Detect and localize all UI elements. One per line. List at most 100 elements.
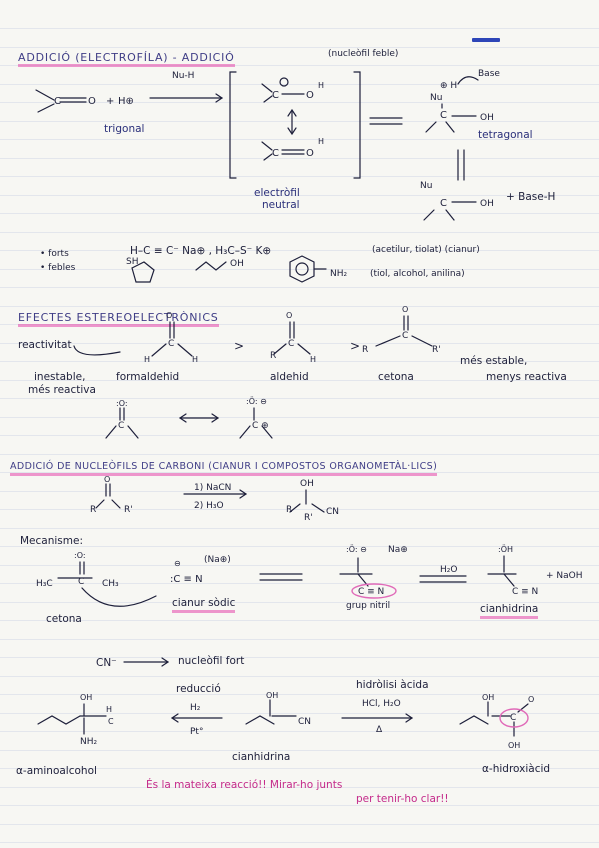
svg-text:OH: OH bbox=[266, 691, 278, 700]
svg-text:C: C bbox=[272, 90, 279, 101]
svg-text:O: O bbox=[306, 90, 314, 101]
svg-text:OH: OH bbox=[480, 199, 494, 209]
ruled-line bbox=[0, 287, 599, 288]
aldehid-label: aldehid bbox=[270, 371, 309, 383]
base-arrow bbox=[457, 76, 479, 85]
ruled-line bbox=[0, 176, 599, 177]
ruled-line bbox=[0, 28, 599, 29]
ruled-line bbox=[0, 250, 599, 251]
svg-text:Nu: Nu bbox=[430, 93, 442, 103]
svg-text:H: H bbox=[318, 81, 324, 90]
bracket-right bbox=[353, 71, 361, 179]
ruled-line bbox=[0, 380, 599, 381]
ruled-line bbox=[0, 232, 599, 233]
cetona-label-2: cetona bbox=[378, 371, 414, 383]
formaldehid-label: formaldehid bbox=[116, 371, 180, 383]
r-product: R bbox=[286, 505, 293, 515]
r-label-3: R' bbox=[432, 345, 441, 355]
nh2-amino-label: NH₂ bbox=[80, 737, 98, 747]
ruled-line bbox=[0, 602, 599, 603]
svg-text:H: H bbox=[144, 355, 150, 364]
section2-title: EFECTES ESTEREOELECTRÒNICS bbox=[18, 312, 219, 327]
svg-text:O: O bbox=[306, 148, 314, 159]
aminoalcohol-label: α-aminoalcohol bbox=[16, 765, 97, 777]
svg-text:O: O bbox=[166, 311, 172, 320]
ruled-line bbox=[0, 546, 599, 547]
forts-label: • forts bbox=[40, 249, 69, 259]
svg-text:OH: OH bbox=[480, 113, 494, 123]
greater-than-2: > bbox=[350, 339, 361, 353]
warning-line-2: per tenir-ho clar!! bbox=[356, 793, 449, 805]
ruled-line bbox=[0, 639, 599, 640]
mes-reactiva-label: més reactiva bbox=[28, 384, 96, 396]
step1-label: 1) NaCN bbox=[194, 483, 232, 493]
tetrahedral-intermediate: Nu ⊕ H C OH bbox=[425, 81, 494, 133]
tab-marker bbox=[472, 38, 500, 42]
svg-text::O:: :O: bbox=[74, 551, 86, 560]
svg-text::ÖH: :ÖH bbox=[498, 544, 513, 554]
ruled-line bbox=[0, 65, 599, 66]
warning-line-1: És la mateixa reacció!! Mirar-ho junts bbox=[146, 779, 343, 791]
svg-text:H: H bbox=[192, 355, 198, 364]
sh-label: SH bbox=[126, 257, 139, 267]
ruled-line bbox=[0, 195, 599, 196]
resonance-form-2: C O H bbox=[261, 137, 324, 161]
ruled-line bbox=[0, 435, 599, 436]
electrofil-label: electròfil bbox=[254, 187, 300, 199]
cianur-sodic-label: cianur sòdic bbox=[172, 598, 236, 613]
ruled-line bbox=[0, 657, 599, 658]
ruled-line bbox=[0, 417, 599, 418]
svg-text:OH: OH bbox=[482, 693, 494, 702]
svg-text:⊖: ⊖ bbox=[174, 559, 181, 568]
h2-label: H₂ bbox=[190, 703, 201, 713]
forts-note: (acetilur, tiolat) (cianur) bbox=[372, 245, 480, 255]
base-label: Base bbox=[478, 69, 500, 79]
svg-text::Ö: ⊖: :Ö: ⊖ bbox=[346, 544, 367, 554]
ruled-line bbox=[0, 306, 599, 307]
ruled-line bbox=[0, 472, 599, 473]
hcl-h2o-label: HCl, H₂O bbox=[362, 699, 401, 709]
reactivity-arrow bbox=[73, 345, 121, 356]
reduccio-label: reducció bbox=[176, 683, 221, 695]
ruled-line bbox=[0, 694, 599, 695]
bracket-left bbox=[229, 71, 237, 179]
ruled-line bbox=[0, 324, 599, 325]
ruled-line bbox=[0, 805, 599, 806]
grup-nitril-label: grup nitril bbox=[346, 601, 391, 611]
reactivitat-label: reactivitat bbox=[18, 339, 72, 351]
ruled-line bbox=[0, 269, 599, 270]
ruled-line bbox=[0, 787, 599, 788]
mes-estable-label: més estable, bbox=[460, 355, 528, 367]
benzene-ring bbox=[289, 255, 315, 283]
ketone-start: O bbox=[95, 475, 121, 509]
ruled-line bbox=[0, 509, 599, 510]
svg-text:(Na⊕): (Na⊕) bbox=[204, 555, 231, 565]
ruled-line bbox=[0, 47, 599, 48]
neutral-label: neutral bbox=[262, 199, 300, 211]
oh-label: OH bbox=[230, 259, 244, 269]
cn-minus-label: CN⁻ bbox=[96, 657, 117, 669]
r-label-2: R bbox=[362, 345, 369, 355]
neutral-product: Nu C OH bbox=[420, 181, 494, 221]
alkoxide-intermediate: :Ö: ⊖ C ≡ N bbox=[339, 544, 397, 599]
oh-product: OH bbox=[300, 479, 314, 489]
naoh-label: + NaOH bbox=[546, 571, 583, 581]
delta-label: Δ bbox=[376, 725, 383, 735]
ruled-line bbox=[0, 139, 599, 140]
ruled-line bbox=[0, 768, 599, 769]
svg-text:O: O bbox=[88, 96, 96, 107]
febles-note: (tiol, alcohol, anilina) bbox=[370, 269, 465, 279]
svg-text:C: C bbox=[272, 148, 279, 159]
pt-label: Pt° bbox=[190, 727, 204, 737]
svg-text:C ⊕: C ⊕ bbox=[252, 421, 269, 431]
alcohol-chain bbox=[195, 261, 227, 271]
hydroxyacid-structure: OH C O OH bbox=[459, 693, 534, 750]
svg-text:C: C bbox=[510, 713, 516, 723]
svg-text::O:: :O: bbox=[116, 399, 128, 408]
tetragonal-label: tetragonal bbox=[478, 129, 533, 141]
cn-cianhidrina-2: CN bbox=[298, 717, 312, 727]
svg-text:C: C bbox=[54, 96, 61, 107]
formaldehyde-structure: C H H O bbox=[144, 311, 198, 364]
